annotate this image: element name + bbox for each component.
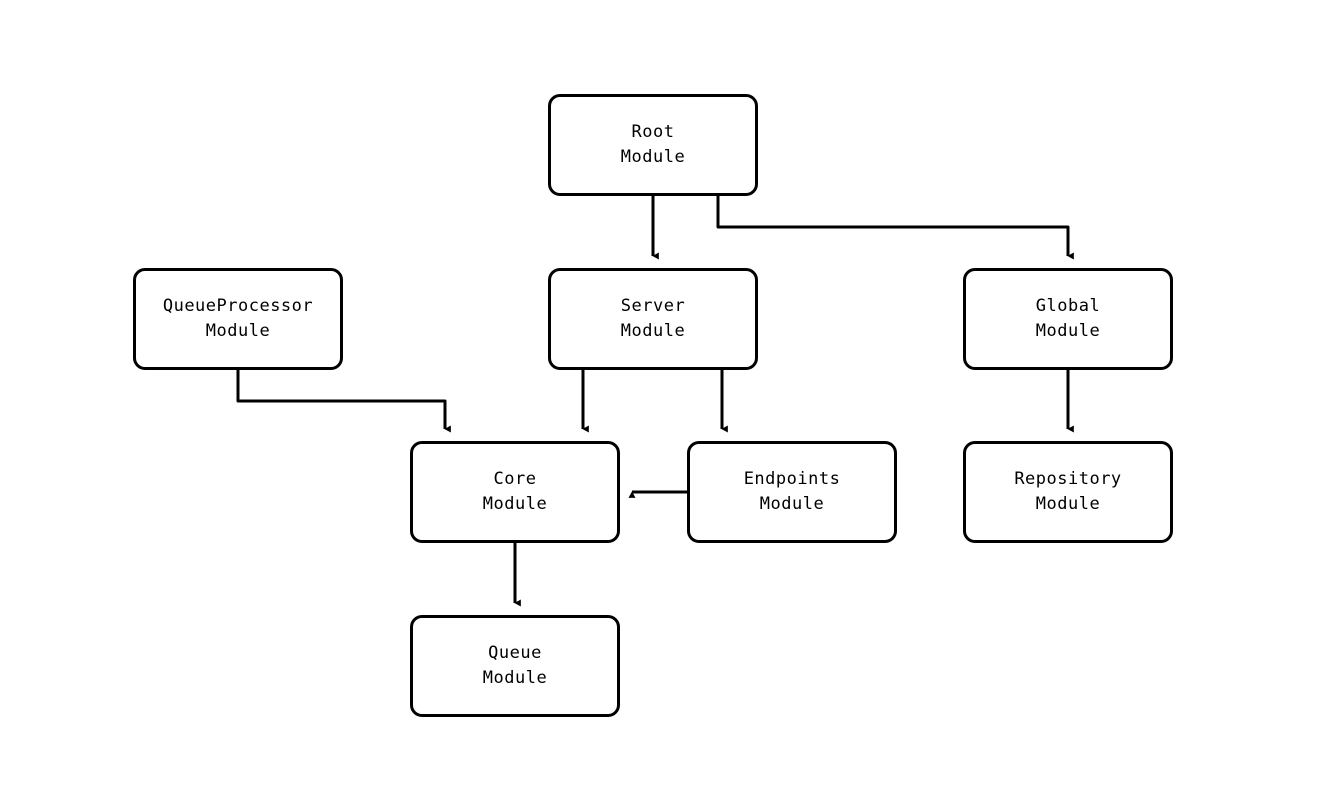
node-label-primary: QueueProcessor bbox=[162, 296, 314, 317]
node-label-secondary: Module bbox=[1035, 321, 1101, 341]
node-label-primary: Core bbox=[493, 469, 537, 490]
node-label-secondary: Module bbox=[482, 494, 548, 514]
node-label-primary: Root bbox=[631, 122, 675, 143]
node-label-primary: Server bbox=[620, 296, 686, 317]
edge-group bbox=[236, 196, 1074, 607]
node-label-secondary: Module bbox=[1035, 494, 1101, 514]
node-label-primary: Repository bbox=[1014, 469, 1122, 490]
node-label-primary: Global bbox=[1035, 296, 1101, 317]
edge-root-global bbox=[716, 196, 1074, 260]
node-label-primary: Queue bbox=[488, 643, 542, 664]
node-label-secondary: Module bbox=[482, 668, 548, 688]
node-label-primary: Endpoints bbox=[743, 469, 841, 490]
edge-queueprocessor-core bbox=[236, 370, 451, 433]
node-label-secondary: Module bbox=[620, 147, 686, 167]
node-label-secondary: Module bbox=[620, 321, 686, 341]
node-label-secondary: Module bbox=[759, 494, 825, 514]
node-label-secondary: Module bbox=[205, 321, 271, 341]
